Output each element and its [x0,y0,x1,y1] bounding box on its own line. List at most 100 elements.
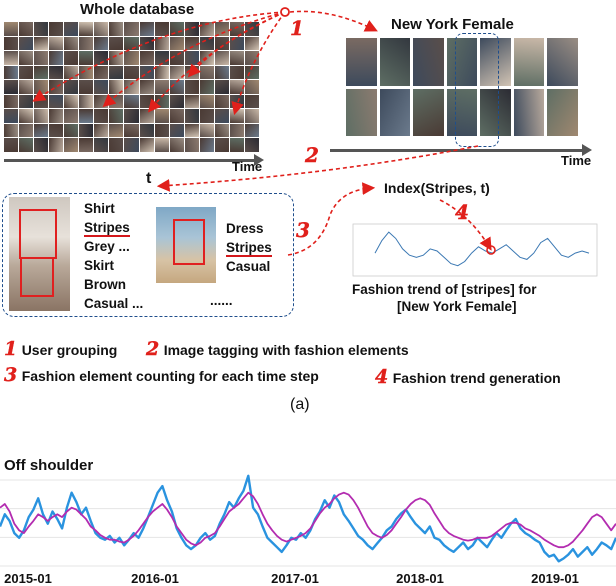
step-number-3: 3 [296,218,310,242]
photo-thumbnail [214,80,229,94]
photo-thumbnail [214,138,229,152]
photo-thumbnail [94,36,109,51]
photo-thumbnail [199,138,214,152]
tag-item: Casual ... [84,296,144,311]
photo-thumbnail [184,138,199,152]
photo-thumbnail [154,138,169,152]
photo-thumbnail [109,36,124,51]
photo-thumbnail [79,36,94,51]
tag-item: Skirt [84,258,115,273]
x-tick-label: 2018-01 [396,571,444,586]
photo-thumbnail [49,138,64,152]
photo-thumbnail [199,80,214,94]
photo-thumbnail [64,80,79,94]
tag-item: Grey ... [84,239,130,254]
photo-thumbnail [480,88,511,136]
arrow-to-trend-point [439,199,492,251]
photo-thumbnail [94,22,109,36]
photo-thumbnail [124,80,139,94]
arrow-grouping-1 [32,11,286,102]
photo-thumbnail [547,88,578,136]
photo-thumbnail [244,109,259,123]
photo-thumbnail [199,36,214,51]
tag-item: Brown [84,277,126,292]
photo-thumbnail [34,65,49,80]
photo-thumbnail [64,51,79,65]
photo-thumbnail [49,22,64,36]
photo-thumbnail [169,36,184,51]
tag-item-ellipsis: ...... [210,293,233,308]
time-axis-1-label: Time [232,159,263,174]
photo-thumbnail [34,36,49,51]
photo-thumbnail [4,36,19,51]
photo-thumbnail [154,65,169,80]
photo-thumbnail [513,88,545,136]
x-tick-label: 2019-01 [531,571,579,586]
legend-number: 2 [146,338,160,360]
photo-thumbnail [49,36,64,51]
bounding-box-dress [173,219,205,265]
tag-item-highlighted: Stripes [226,240,272,257]
photo-thumbnail [64,123,79,138]
photo-thumbnail [184,51,199,65]
photo-thumbnail [229,123,244,138]
photo-thumbnail [4,22,19,36]
legend-text: Fashion element counting for each time s… [21,368,319,384]
photo-thumbnail [184,123,199,138]
mini-chart-frame [352,223,598,277]
photo-thumbnail [214,51,229,65]
photo-thumbnail [547,38,578,86]
photo-thumbnail [19,109,34,123]
photo-thumbnail [49,123,64,138]
photo-thumbnail [139,22,154,36]
photo-thumbnail [64,22,79,36]
photo-thumbnail [139,51,154,65]
photo-thumbnail [244,123,259,138]
tag-item-highlighted: Stripes [84,220,130,237]
photo-thumbnail [214,22,229,36]
photo-thumbnail [109,109,124,123]
photo-thumbnail [446,38,478,86]
photo-thumbnail [4,109,19,123]
photo-thumbnail [64,36,79,51]
photo-thumbnail [199,94,214,109]
photo-thumbnail [154,123,169,138]
legend-text: User grouping [21,342,118,358]
series-line-1 [0,474,616,563]
legend-item-3: 3 Fashion element counting for each time… [4,364,319,386]
photo-thumbnail [139,138,154,152]
photo-thumbnail [139,123,154,138]
photo-thumbnail [94,138,109,152]
photo-thumbnail [19,65,34,80]
photo-thumbnail [79,138,94,152]
photo-thumbnail [169,138,184,152]
photo-thumbnail [49,109,64,123]
photo-thumbnail [49,65,64,80]
step-number-4: 4 [455,200,469,224]
photo-thumbnail [244,138,259,152]
tag-item: Shirt [84,201,115,216]
photo-thumbnail [34,109,49,123]
photo-thumbnail [346,38,377,86]
photo-thumbnail [49,94,64,109]
flow-arrows-overlay [32,7,496,256]
photo-thumbnail [244,94,259,109]
index-stripes-label: Index(Stripes, t) [384,180,490,196]
step-number-1: 1 [290,16,304,40]
photo-thumbnail [184,80,199,94]
photo-thumbnail [244,36,259,51]
photo-thumbnail [184,36,199,51]
photo-thumbnail [4,51,19,65]
photo-thumbnail [4,123,19,138]
photo-thumbnail [229,80,244,94]
photo-thumbnail [94,109,109,123]
arrow-to-tagging [156,145,479,192]
photo-thumbnail [124,138,139,152]
photo-thumbnail [154,80,169,94]
tag-item: Dress [226,221,264,236]
photo-thumbnail [169,109,184,123]
photo-thumbnail [19,123,34,138]
photo-2-tags: Dress Stripes Casual [226,219,272,276]
photo-thumbnail [184,94,199,109]
